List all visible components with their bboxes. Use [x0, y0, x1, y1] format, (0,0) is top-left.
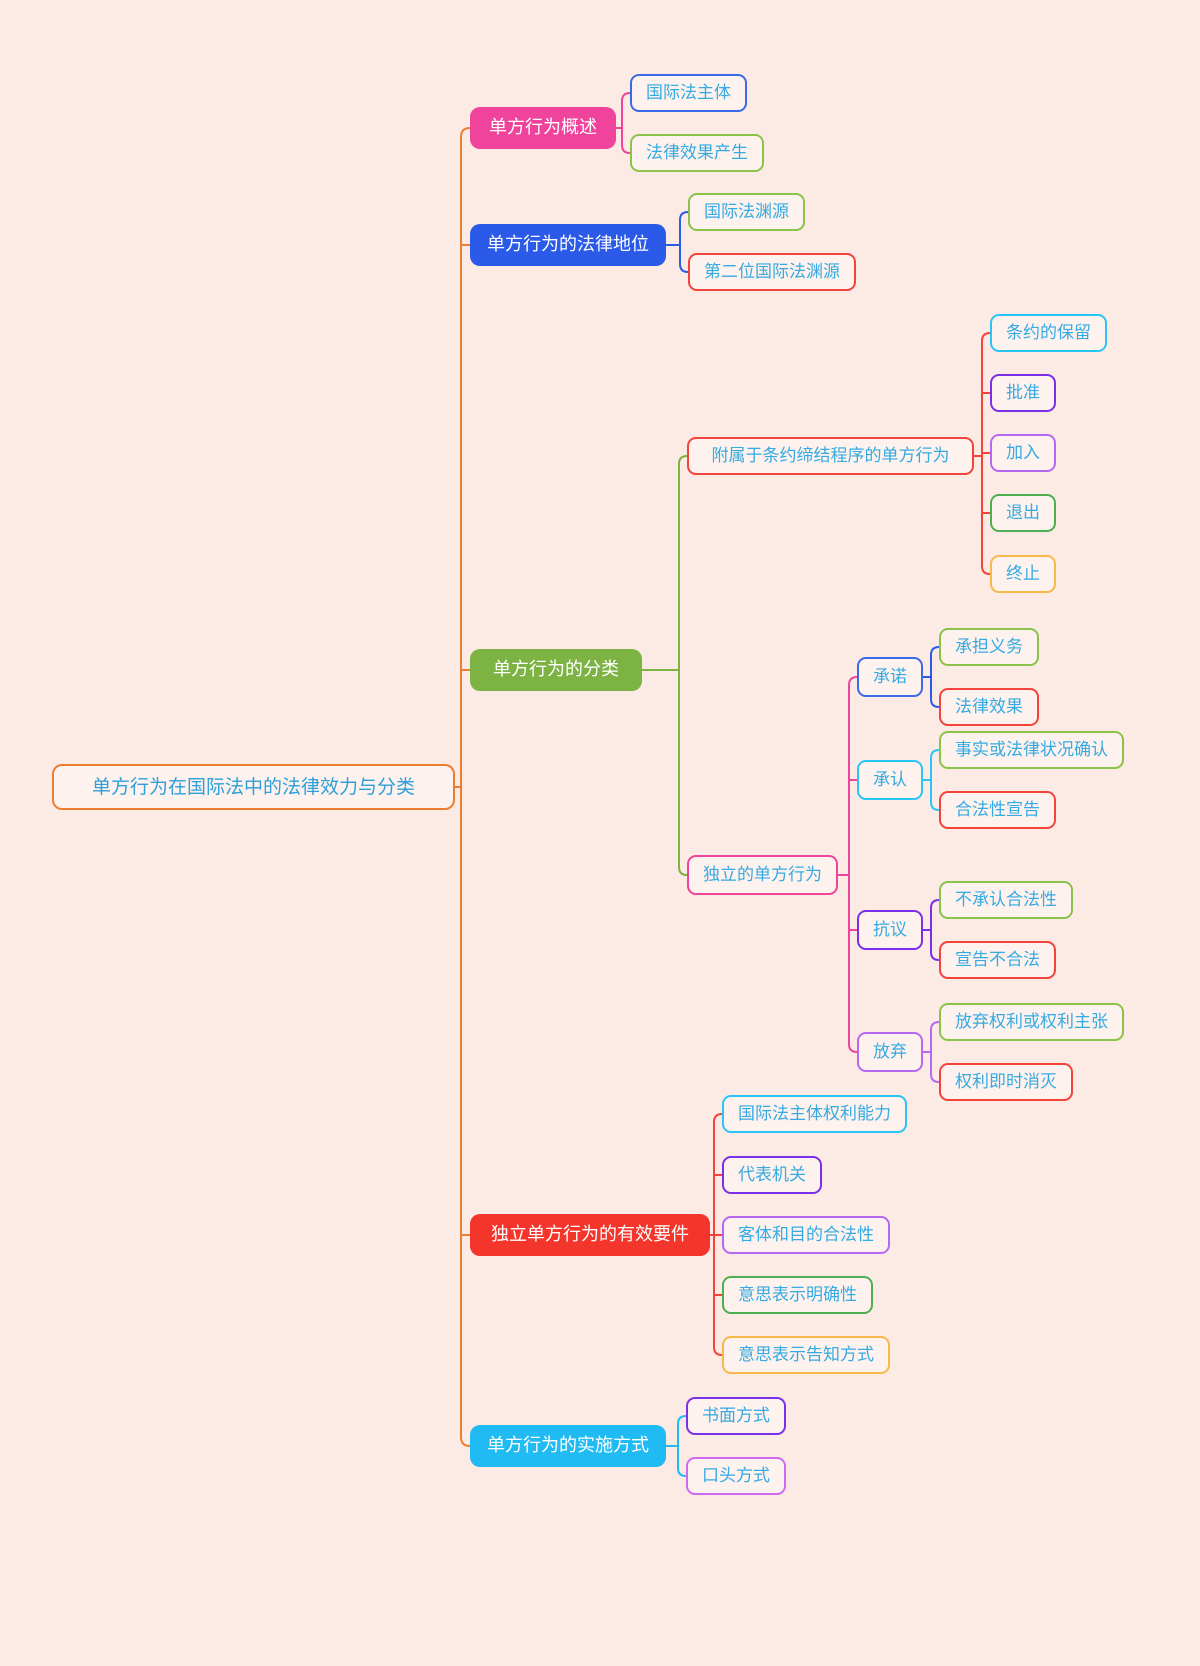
node-recognition[interactable]: 承认: [857, 760, 923, 800]
branch-legal-status[interactable]: 单方行为的法律地位: [470, 224, 666, 266]
node-waive-rights-or-claims[interactable]: 放弃权利或权利主张: [939, 1003, 1124, 1041]
branch-implementation-methods[interactable]: 单方行为的实施方式: [470, 1425, 666, 1467]
node-withdrawal[interactable]: 退出: [990, 494, 1056, 532]
connector-overview-bracket: [615, 92, 631, 154]
node-secondary-international-law-source[interactable]: 第二位国际法渊源: [688, 253, 856, 291]
node-rights-immediately-extinguished[interactable]: 权利即时消灭: [939, 1063, 1073, 1101]
connector-protest-bracket: [922, 899, 940, 961]
node-international-law-source[interactable]: 国际法渊源: [688, 193, 805, 231]
node-legal-effect-creation[interactable]: 法律效果产生: [630, 134, 764, 172]
node-treaty-reservation[interactable]: 条约的保留: [990, 314, 1107, 352]
node-termination[interactable]: 终止: [990, 555, 1056, 593]
connector-legal-status-bracket: [665, 211, 689, 273]
node-intent-notification-method[interactable]: 意思表示告知方式: [722, 1336, 890, 1374]
node-treaty-procedure-unilateral-acts[interactable]: 附属于条约缔结程序的单方行为: [687, 437, 974, 475]
connector-classification-bracket: [641, 455, 688, 876]
node-accession[interactable]: 加入: [990, 434, 1056, 472]
node-legal-effect[interactable]: 法律效果: [939, 688, 1039, 726]
node-fact-or-legal-status-confirmation[interactable]: 事实或法律状况确认: [939, 731, 1124, 769]
connector-recognition-bracket: [922, 749, 940, 811]
connector-root-spine: [454, 127, 471, 1447]
branch-classification[interactable]: 单方行为的分类: [470, 649, 642, 691]
connector-independent-acts-bracket: [837, 676, 858, 1053]
connector-promise-bracket: [922, 646, 940, 708]
node-object-purpose-legality[interactable]: 客体和目的合法性: [722, 1216, 890, 1254]
node-promise[interactable]: 承诺: [857, 657, 923, 697]
node-non-recognition-of-legality[interactable]: 不承认合法性: [939, 881, 1073, 919]
node-international-law-subject[interactable]: 国际法主体: [630, 74, 747, 112]
node-waiver[interactable]: 放弃: [857, 1032, 923, 1072]
connector-validity-bracket: [709, 1113, 723, 1356]
node-representative-organ[interactable]: 代表机关: [722, 1156, 822, 1194]
connector-treaty-procedure-bracket: [973, 332, 991, 575]
branch-overview[interactable]: 单方行为概述: [470, 107, 616, 149]
node-clear-expression-of-intent[interactable]: 意思表示明确性: [722, 1276, 873, 1314]
node-root[interactable]: 单方行为在国际法中的法律效力与分类: [52, 764, 455, 810]
node-protest[interactable]: 抗议: [857, 910, 923, 950]
node-subject-rights-capacity[interactable]: 国际法主体权利能力: [722, 1095, 907, 1133]
node-legality-declaration[interactable]: 合法性宣告: [939, 791, 1056, 829]
node-written-method[interactable]: 书面方式: [686, 1397, 786, 1435]
node-independent-unilateral-acts[interactable]: 独立的单方行为: [687, 855, 838, 895]
branch-validity-requirements[interactable]: 独立单方行为的有效要件: [470, 1214, 710, 1256]
node-ratification[interactable]: 批准: [990, 374, 1056, 412]
connector-waiver-bracket: [922, 1021, 940, 1083]
node-declare-illegal[interactable]: 宣告不合法: [939, 941, 1056, 979]
node-oral-method[interactable]: 口头方式: [686, 1457, 786, 1495]
node-assume-obligation[interactable]: 承担义务: [939, 628, 1039, 666]
connector-implementation-bracket: [665, 1415, 687, 1477]
